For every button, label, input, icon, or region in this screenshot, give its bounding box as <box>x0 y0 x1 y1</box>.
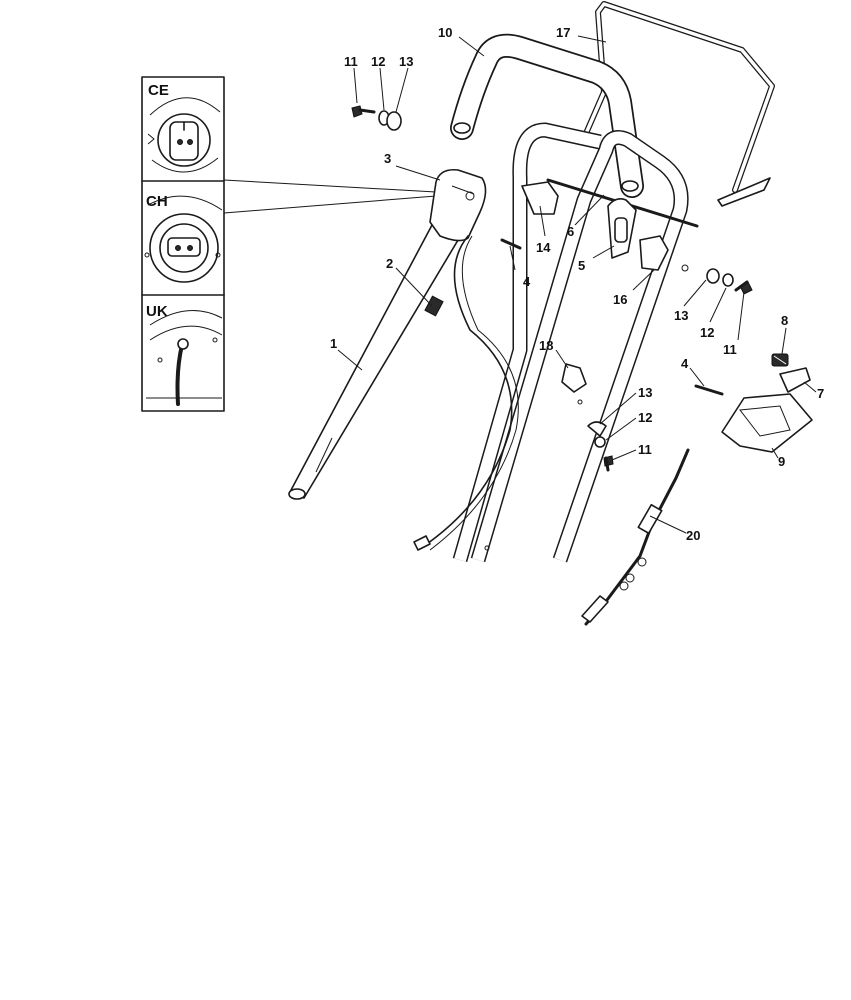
bolt-set-lower <box>587 421 614 472</box>
callout-13-right: 13 <box>674 308 688 323</box>
callout-1: 1 <box>330 336 337 351</box>
ch-socket-illustration <box>144 195 223 283</box>
callout-11-upper: 11 <box>344 54 358 69</box>
callout-labels: 10 17 11 12 13 3 6 14 4 5 2 16 13 12 11 … <box>330 25 824 543</box>
uk-socket-illustration <box>146 309 223 406</box>
callout-13-lower: 13 <box>638 385 652 400</box>
power-cable <box>423 235 513 547</box>
left-lower-tube <box>288 209 471 500</box>
callout-20: 20 <box>686 528 700 543</box>
power-cable-inner <box>429 235 519 551</box>
callout-6: 6 <box>567 224 574 239</box>
brake-lever <box>779 367 811 393</box>
cable-bracket <box>721 393 813 453</box>
bolt-set-upper-left <box>351 105 402 131</box>
spring <box>771 353 789 367</box>
callout-11-lower: 11 <box>638 442 652 457</box>
callout-5: 5 <box>578 258 585 273</box>
callout-4-lower: 4 <box>681 356 689 371</box>
callout-10: 10 <box>438 25 452 40</box>
handle-clip-left <box>521 181 559 215</box>
callout-2: 2 <box>386 256 393 271</box>
variant-label-ch: CH <box>146 193 168 210</box>
callout-8: 8 <box>781 313 788 328</box>
callout-11-right: 11 <box>723 342 737 357</box>
callout-12-upper: 12 <box>371 54 385 69</box>
screw-upper <box>500 238 522 250</box>
callout-12-right: 12 <box>700 325 714 340</box>
callout-13-upper: 13 <box>399 54 413 69</box>
callout-12-lower: 12 <box>638 410 652 425</box>
cable-clip <box>561 363 587 393</box>
plug-variant-panel: CE CH UK <box>141 76 225 412</box>
cable-tie <box>424 295 444 317</box>
callout-9: 9 <box>778 454 785 469</box>
callout-17: 17 <box>556 25 570 40</box>
callout-16: 16 <box>613 292 627 307</box>
handle-clip-right <box>639 235 669 271</box>
ce-socket-illustration <box>147 97 221 173</box>
drive-cable <box>581 448 690 626</box>
switch-box <box>429 168 487 242</box>
inset-pointer-line <box>223 179 437 193</box>
inset-pointer-line <box>223 195 437 214</box>
upper-handle <box>450 33 644 198</box>
leader-lines <box>337 35 817 534</box>
screw-lower <box>694 384 724 396</box>
callout-18: 18 <box>539 338 553 353</box>
variant-label-uk: UK <box>146 303 168 320</box>
variant-label-ce: CE <box>148 82 169 99</box>
lower-handle-frame <box>452 122 689 563</box>
callout-7: 7 <box>817 386 824 401</box>
bolt-set-right <box>706 268 753 295</box>
callout-14: 14 <box>536 240 551 255</box>
callout-4-upper: 4 <box>523 274 531 289</box>
callout-3: 3 <box>384 151 391 166</box>
cable-guide <box>607 198 637 259</box>
